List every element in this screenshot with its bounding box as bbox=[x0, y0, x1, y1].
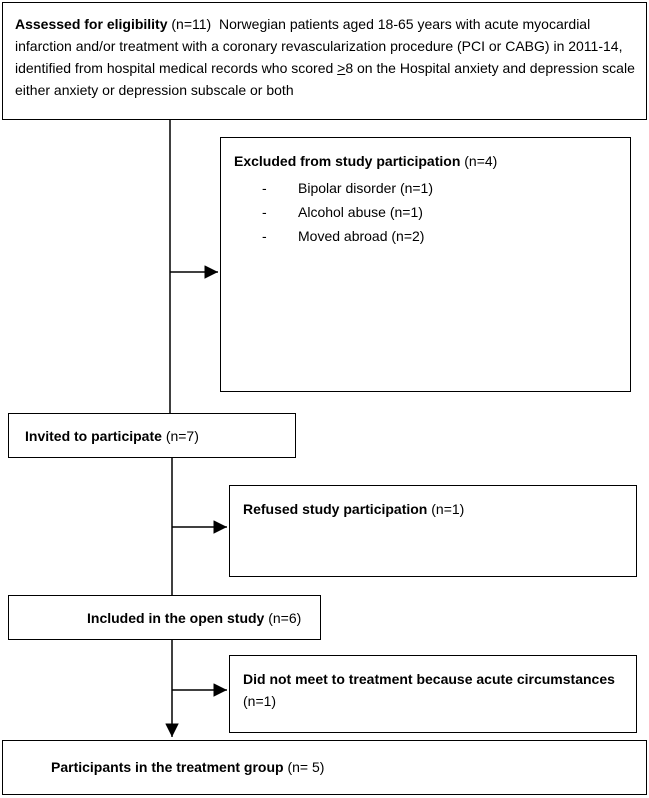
invited-count: (n=7) bbox=[165, 428, 199, 444]
gte-symbol: > bbox=[337, 60, 346, 76]
eligibility-label: Assessed for eligibility bbox=[15, 16, 168, 32]
exclusion-reasons: -Bipolar disorder (n=1) -Alcohol abuse (… bbox=[234, 176, 618, 248]
treatment-box: Participants in the treatment group (n= … bbox=[2, 740, 647, 795]
included-box: Included in the open study (n=6) bbox=[8, 595, 321, 640]
treatment-label: Participants in the treatment group bbox=[51, 759, 284, 775]
eligibility-box: Assessed for eligibility (n=11) Norwegia… bbox=[2, 2, 647, 120]
list-item: -Bipolar disorder (n=1) bbox=[262, 180, 434, 196]
eligibility-description: Norwegian patients aged 18-65 years with… bbox=[15, 16, 623, 76]
invited-box: Invited to participate (n=7) bbox=[8, 413, 296, 458]
excluded-count: (n=4) bbox=[464, 153, 498, 169]
treatment-count: (n= 5) bbox=[287, 759, 325, 775]
included-count: (n=6) bbox=[268, 610, 302, 626]
included-label: Included in the open study bbox=[87, 610, 265, 626]
eligibility-count: (n=11) bbox=[171, 16, 212, 32]
list-item: -Moved abroad (n=2) bbox=[262, 228, 425, 244]
excluded-label: Excluded from study participation bbox=[234, 153, 461, 169]
did-not-meet-box: Did not meet to treatment because acute … bbox=[229, 655, 637, 733]
excluded-box: Excluded from study participation (n=4) … bbox=[220, 137, 631, 392]
did-not-meet-label: Did not meet to treatment because acute … bbox=[243, 671, 615, 687]
refused-box: Refused study participation (n=1) bbox=[229, 485, 637, 577]
eligibility-description-cont: 8 on the Hospital anxiety and depression… bbox=[15, 60, 635, 98]
did-not-meet-count: (n=1) bbox=[243, 693, 277, 709]
refused-count: (n=1) bbox=[431, 501, 465, 517]
list-item: -Alcohol abuse (n=1) bbox=[262, 204, 423, 220]
refused-label: Refused study participation bbox=[243, 501, 428, 517]
invited-label: Invited to participate bbox=[25, 428, 162, 444]
